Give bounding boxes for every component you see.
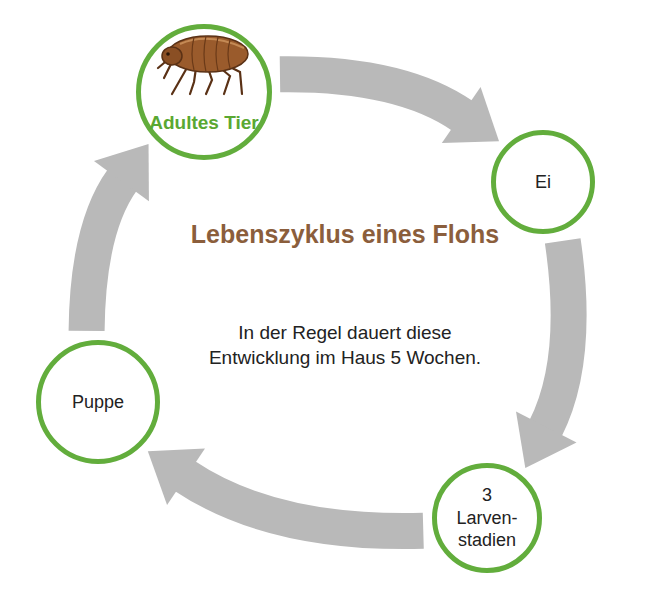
stage-label: Ei [535, 171, 551, 194]
stage-circle: 3Larven- stadien [432, 463, 542, 573]
stage-circle: Puppe [36, 340, 160, 464]
cycle-arrow [87, 144, 149, 331]
arrow-head [148, 449, 205, 505]
note-text: In der Regel dauert diese Entwicklung im… [205, 320, 485, 370]
stage-label: 3 [482, 484, 492, 507]
arrow-head [442, 87, 499, 143]
arrow-head [94, 144, 149, 201]
cycle-arrow [516, 241, 577, 468]
arrow-band [87, 180, 123, 331]
stage-label: Larven- stadien [451, 507, 523, 552]
arrow-head [516, 412, 577, 468]
stage-label: Puppe [72, 391, 124, 414]
stage-circle: Ei [491, 130, 595, 234]
flea-illustration [150, 28, 260, 98]
diagram-title: Lebenszyklus eines Flohs [175, 215, 515, 254]
cycle-arrow [280, 74, 499, 143]
stage-label: Adultes Tier [149, 112, 258, 135]
cycle-arrow [148, 449, 423, 532]
stage-circle: Adultes Tier [136, 24, 272, 160]
arrow-band [545, 241, 568, 429]
arrow-band [184, 476, 423, 531]
arrow-band [280, 74, 463, 116]
